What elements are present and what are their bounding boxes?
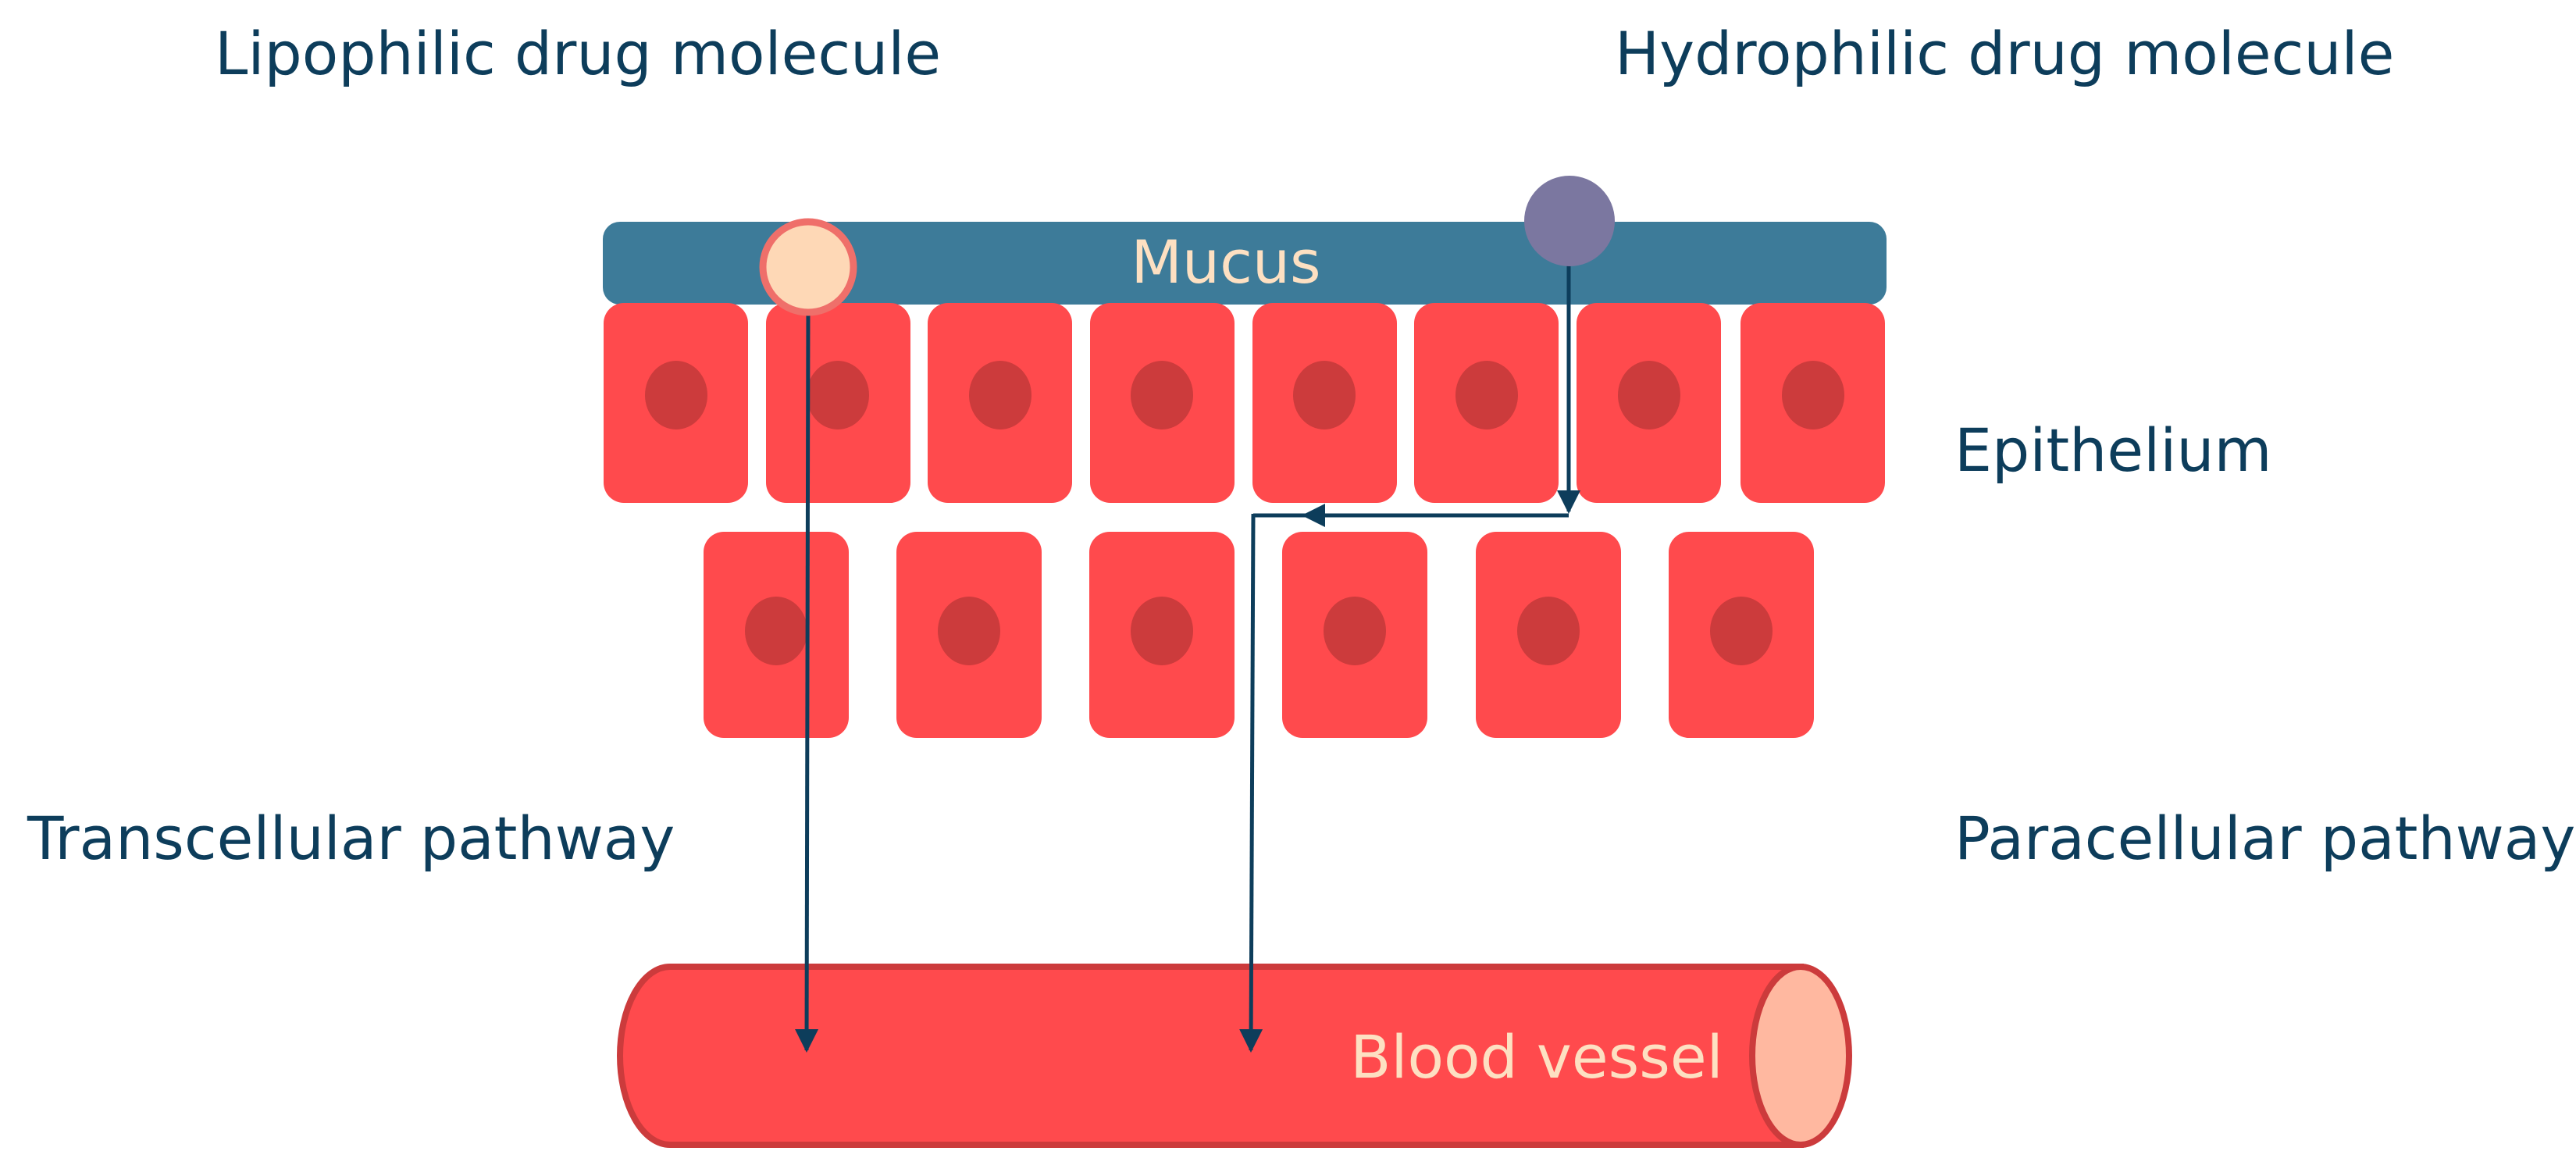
cell-nucleus	[1293, 361, 1356, 429]
transcellular-label: Transcellular pathway	[27, 804, 675, 873]
cell-nucleus	[1455, 361, 1518, 429]
blood-vessel: Blood vessel	[617, 964, 1852, 1148]
hydrophilic-drug-molecule	[1524, 176, 1615, 266]
cell-nucleus	[1710, 597, 1773, 665]
cell-nucleus	[1131, 361, 1193, 429]
epithelium-label: Epithelium	[1954, 415, 2272, 485]
lipophilic-drug-molecule	[759, 218, 857, 316]
cell-nucleus	[745, 597, 807, 665]
cell-nucleus	[1324, 597, 1386, 665]
cell-nucleus	[807, 361, 869, 429]
cell-nucleus	[645, 361, 707, 429]
epithelium-row-bottom	[704, 532, 1814, 738]
paracellular-arrow	[1239, 250, 1580, 1053]
lipophilic-title: Lipophilic drug molecule	[215, 19, 941, 88]
blood-vessel-label: Blood vessel	[1350, 1022, 1723, 1092]
paracellular-label: Paracellular pathway	[1954, 804, 2575, 873]
epithelium-row-top	[604, 303, 1885, 503]
cell-nucleus	[969, 361, 1031, 429]
cell-nucleus	[1782, 361, 1844, 429]
cell-nucleus	[1131, 597, 1193, 665]
transcellular-arrow	[795, 305, 819, 1053]
mucus-label: Mucus	[1131, 227, 1320, 297]
paracellular-arrow-vertical	[1239, 513, 1263, 1053]
blood-vessel-body	[617, 964, 1804, 1148]
cell-nucleus	[1618, 361, 1680, 429]
cell-nucleus	[938, 597, 1000, 665]
blood-vessel-end	[1749, 964, 1852, 1148]
cell-nucleus	[1517, 597, 1580, 665]
hydrophilic-title: Hydrophilic drug molecule	[1615, 19, 2394, 88]
